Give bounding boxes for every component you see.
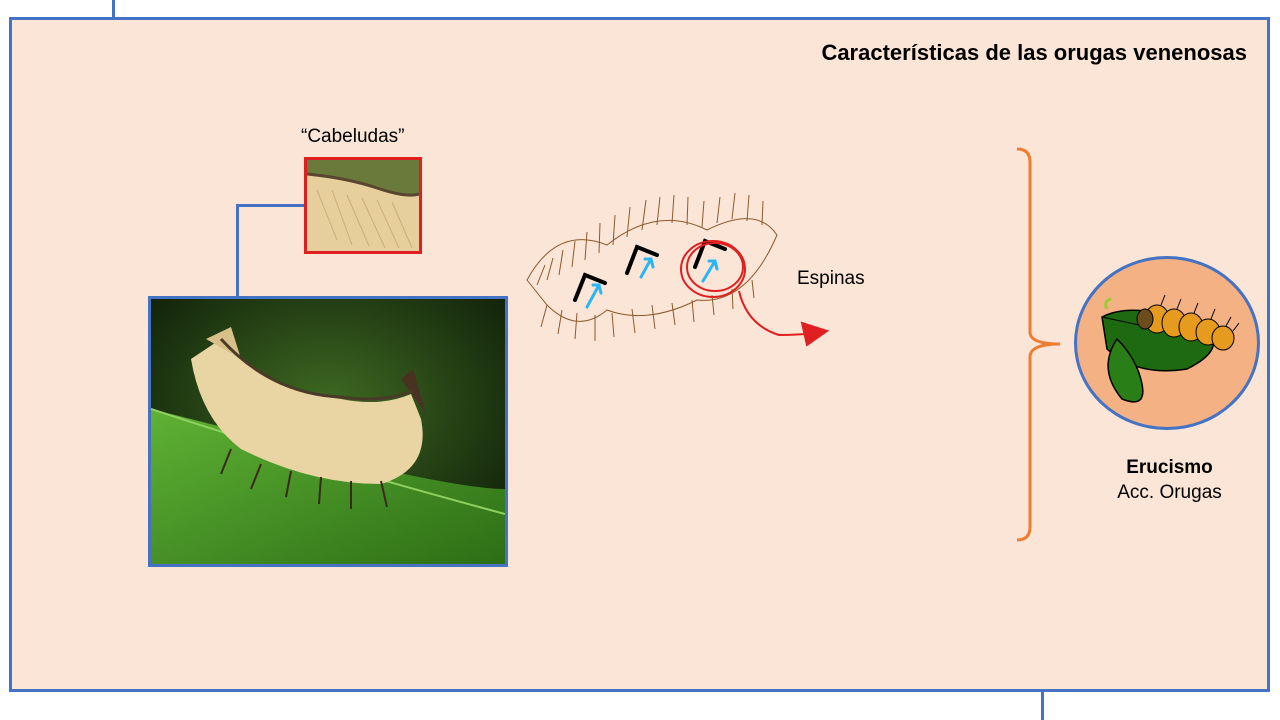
erucism-emblem <box>1074 256 1260 430</box>
photo-connector-vertical <box>236 204 239 297</box>
curly-bracket-icon <box>1016 147 1061 542</box>
photo-connector-horizontal <box>236 204 304 207</box>
spines-label: Espinas <box>797 268 865 289</box>
connector-top-stub <box>112 0 115 18</box>
slide-panel: Características de las orugas venenosas … <box>9 17 1270 692</box>
hairy-label: “Cabeludas” <box>301 126 405 147</box>
slide-title: Características de las orugas venenosas <box>821 40 1247 65</box>
caterpillar-on-leaf-icon <box>1101 294 1240 403</box>
caterpillar-hair-closeup-icon <box>307 160 419 251</box>
caterpillar-spine-sketch-icon <box>526 192 830 347</box>
connector-bottom-stub <box>1041 688 1044 720</box>
caterpillar-photo <box>148 296 508 567</box>
erucism-caption: Erucismo Acc. Orugas <box>1082 455 1257 505</box>
erucism-title: Erucismo <box>1126 457 1213 478</box>
erucism-subtitle: Acc. Orugas <box>1117 482 1222 503</box>
caterpillar-photo-icon <box>151 299 505 564</box>
hair-closeup-photo <box>304 157 422 254</box>
